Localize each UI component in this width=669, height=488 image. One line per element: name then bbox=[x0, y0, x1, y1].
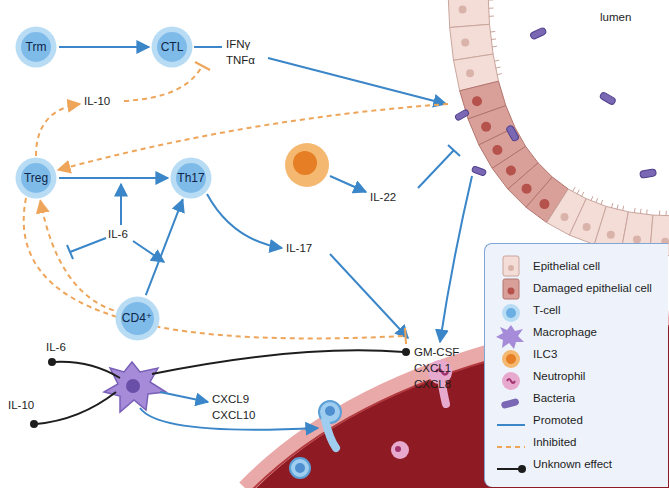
cell-name: CD4⁺ bbox=[122, 311, 152, 325]
cytokine-label: TNFα bbox=[226, 53, 255, 67]
connector bbox=[40, 201, 113, 311]
blood-t-cell-nucleus bbox=[295, 463, 305, 473]
cell-nucleus bbox=[506, 166, 516, 176]
t-cell-circle: CD4⁺ bbox=[115, 296, 160, 341]
cell-name: Trm bbox=[26, 40, 47, 54]
macrophage bbox=[104, 362, 166, 412]
unknown-dots bbox=[30, 348, 410, 428]
microvillus bbox=[494, 60, 499, 62]
extravasating-t-cell-tail bbox=[325, 420, 336, 448]
microvillus bbox=[581, 192, 583, 196]
legend-icons bbox=[485, 244, 668, 488]
t-cell-circle: Treg bbox=[15, 157, 57, 199]
cell-nucleus bbox=[607, 231, 615, 239]
chemokine-label: CXCL10 bbox=[212, 408, 255, 422]
cytokine-label: IL-10 bbox=[84, 94, 110, 108]
t-cell-circle: CTL bbox=[151, 26, 193, 68]
microvillus bbox=[596, 198, 598, 203]
microvillus bbox=[489, 8, 494, 9]
microvillus bbox=[617, 205, 618, 210]
microvillus bbox=[666, 211, 667, 216]
blood-neutrophil-nucleus bbox=[395, 446, 401, 452]
cell-name: CTL bbox=[161, 40, 184, 54]
cell-nucleus bbox=[539, 199, 549, 209]
extravasating-t-cell-nucleus bbox=[325, 406, 335, 416]
microvillus bbox=[496, 67, 501, 69]
cytokine-label: IL-6 bbox=[108, 227, 128, 241]
cell-nucleus bbox=[461, 39, 469, 47]
microvillus bbox=[491, 38, 496, 40]
chemokine-label: CXCL8 bbox=[414, 377, 451, 391]
epithelial-cell bbox=[448, 0, 490, 27]
cell-nucleus bbox=[472, 96, 482, 106]
microvillus bbox=[640, 209, 642, 214]
chemokine-label: GM-CSF bbox=[414, 345, 459, 359]
connector bbox=[59, 46, 149, 48]
legend-text: Inhibited bbox=[533, 435, 576, 449]
inhibit-dashed bbox=[24, 66, 448, 338]
microvillus bbox=[634, 208, 636, 213]
t-cell-circle: Th17 bbox=[170, 157, 212, 199]
microvillus bbox=[490, 31, 495, 32]
cell-nucleus bbox=[459, 6, 467, 14]
blood-t-cell bbox=[290, 458, 310, 478]
cytokine-label: IFNγ bbox=[226, 37, 250, 51]
cell-nucleus bbox=[481, 122, 491, 132]
microvillus bbox=[601, 200, 603, 205]
blood-neutrophil bbox=[391, 441, 409, 459]
cytokine-label: IL-22 bbox=[370, 190, 396, 204]
cell-nucleus bbox=[560, 213, 568, 221]
legend-text: Bacteria bbox=[533, 391, 575, 405]
cell-nucleus bbox=[522, 184, 532, 194]
region-label: lumen bbox=[600, 10, 631, 24]
cell-name: Th17 bbox=[177, 171, 204, 185]
microvillus bbox=[612, 203, 613, 208]
legend-box: Epithelial cellDamaged epithelial cellT-… bbox=[484, 243, 668, 487]
cytokine-label: IL-10 bbox=[8, 398, 34, 412]
legend-text: Damaged epithelial cell bbox=[533, 281, 652, 295]
legend-text: Promoted bbox=[533, 413, 583, 427]
t-cell-circle: Trm bbox=[15, 26, 57, 68]
ilc3-cell bbox=[285, 143, 329, 187]
legend-text: Neutrophil bbox=[533, 369, 585, 383]
promote-arrows bbox=[121, 47, 472, 430]
connector bbox=[59, 177, 168, 179]
chemokine-label: CXCL1 bbox=[414, 361, 451, 375]
microvillus bbox=[577, 190, 579, 194]
cytokine-label: IL-17 bbox=[286, 241, 312, 255]
chemokine-label: CXCL9 bbox=[212, 392, 249, 406]
inhibit-bars bbox=[67, 145, 460, 259]
microvillus bbox=[573, 187, 576, 191]
cell-nucleus bbox=[466, 69, 474, 77]
ilc3-nucleus bbox=[293, 151, 317, 175]
connector bbox=[146, 199, 183, 295]
cell-nucleus bbox=[583, 223, 591, 231]
cytokine-label: IL-6 bbox=[46, 340, 66, 354]
unknown-lines bbox=[36, 350, 404, 424]
cell-name: Treg bbox=[24, 171, 48, 185]
legend-text: Epithelial cell bbox=[533, 259, 600, 273]
macrophage-nucleus bbox=[126, 379, 140, 393]
microvillus bbox=[488, 0, 493, 1]
microvillus bbox=[489, 16, 494, 17]
microvillus bbox=[497, 74, 502, 75]
microvillus bbox=[623, 206, 624, 211]
cell-nucleus bbox=[492, 145, 502, 155]
microvillus bbox=[591, 196, 593, 201]
inhibit-bar-ends bbox=[195, 62, 406, 344]
legend-text: ILC3 bbox=[533, 347, 557, 361]
bacteria bbox=[454, 27, 656, 178]
microvillus bbox=[659, 211, 660, 216]
legend-text: Unknown effect bbox=[533, 457, 612, 471]
microvillus bbox=[492, 46, 497, 48]
microvillus bbox=[646, 210, 648, 215]
legend-text: T-cell bbox=[533, 303, 560, 317]
epithelium bbox=[448, 0, 669, 256]
legend-text: Macrophage bbox=[533, 325, 597, 339]
